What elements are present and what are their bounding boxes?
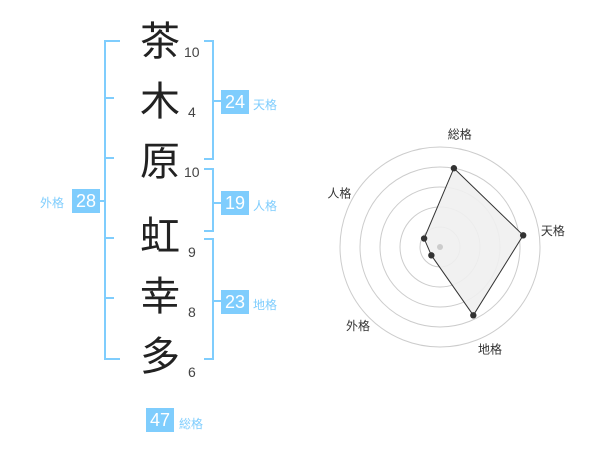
chikaku-bracket-top (204, 238, 214, 240)
jinkaku-bracket-stem (212, 202, 222, 204)
name-char-3: 原 (140, 139, 180, 185)
chikaku-bracket-bottom (204, 358, 214, 360)
stroke-count-6: 6 (188, 364, 196, 380)
soukaku-badge: 47 (146, 408, 174, 432)
tenkaku-bracket-top (204, 40, 214, 42)
tenkaku-badge: 24 (221, 90, 249, 114)
gaikaku-bracket-tick (106, 237, 114, 239)
name-char-4: 虹 (140, 214, 180, 260)
stroke-count-1: 10 (184, 44, 200, 60)
radar-ring (359, 166, 521, 328)
radar-point-5 (420, 235, 428, 242)
gaikaku-badge: 28 (72, 189, 100, 213)
stroke-count-2: 4 (188, 104, 196, 120)
radar-ring (339, 146, 541, 348)
tenkaku-bracket-bottom (204, 158, 214, 160)
radar-center-dot (437, 244, 443, 250)
tenkaku-bracket-stem (212, 100, 222, 102)
chikaku-bracket (212, 238, 214, 360)
radar-axis-label: 総格 (448, 127, 472, 142)
radar-axis-label: 天格 (541, 223, 565, 238)
radar-point-1 (450, 165, 458, 172)
gaikaku-bracket-tick (106, 97, 114, 99)
name-char-5: 幸 (140, 274, 180, 320)
radar-point-4 (428, 252, 435, 259)
radar-point-2 (519, 232, 527, 239)
radar-point-3 (470, 312, 477, 319)
jinkaku-bracket-top (204, 168, 214, 170)
gaikaku-bracket (104, 40, 106, 360)
name-char-6: 多 (140, 334, 180, 380)
jinkaku-bracket (212, 168, 214, 232)
jinkaku-badge: 19 (221, 191, 249, 215)
chikaku-badge: 23 (221, 290, 249, 314)
name-char-2: 木 (140, 79, 180, 125)
gaikaku-bracket-tick (106, 297, 114, 299)
stroke-count-4: 9 (188, 244, 196, 260)
radar-axis-label: 人格 (327, 185, 351, 200)
soukaku-label: 総格 (179, 417, 204, 431)
chikaku-bracket-stem (212, 300, 222, 302)
radar-polygon (423, 167, 524, 317)
name-char-1: 茶 (140, 19, 180, 65)
chikaku-label: 地格 (253, 298, 278, 312)
gaikaku-bracket-stem (96, 200, 104, 202)
radar-axis-label: 地格 (478, 341, 502, 356)
radar-axis-label: 外格 (346, 318, 370, 333)
gaikaku-bracket-tick (106, 157, 114, 159)
gaikaku-label: 外格 (40, 196, 65, 210)
stroke-count-5: 8 (188, 304, 196, 320)
tenkaku-label: 天格 (253, 98, 278, 112)
gaikaku-bracket-bottom (104, 358, 120, 360)
gaikaku-bracket-top (104, 40, 120, 42)
stroke-count-3: 10 (184, 164, 200, 180)
jinkaku-bracket-bottom (204, 230, 214, 232)
jinkaku-label: 人格 (253, 199, 278, 213)
